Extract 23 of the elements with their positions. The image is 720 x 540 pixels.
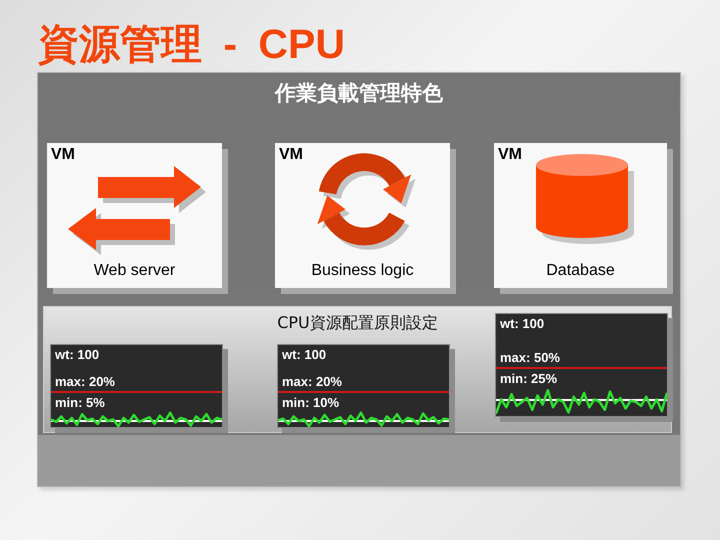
policy-panel — [43, 306, 672, 433]
min-label: min: 25% — [500, 371, 558, 386]
vm-card — [275, 143, 450, 288]
vm-label: VM — [279, 146, 303, 164]
max-label: max: 20% — [55, 374, 115, 389]
weight-label: wt: 100 — [282, 347, 326, 362]
max-label: max: 50% — [500, 350, 560, 365]
workload-panel — [37, 72, 681, 487]
vm-caption: Business logic — [311, 262, 414, 280]
max-label: max: 20% — [282, 374, 342, 389]
panel-heading: 作業負載管理特色 — [275, 81, 443, 106]
policy-heading: CPU資源配置原則設定 — [277, 314, 438, 332]
vm-card — [494, 143, 667, 288]
min-label: min: 5% — [55, 395, 105, 410]
weight-label: wt: 100 — [500, 316, 544, 331]
slide-title: 資源管理 - CPU — [38, 20, 345, 68]
weight-label: wt: 100 — [55, 347, 100, 362]
vm-caption: Web server — [94, 262, 176, 280]
vm-label: VM — [51, 146, 75, 164]
min-label: min: 10% — [282, 395, 340, 410]
vm-label: VM — [498, 146, 522, 164]
vm-caption: Database — [546, 262, 615, 280]
vm-card — [47, 143, 222, 288]
